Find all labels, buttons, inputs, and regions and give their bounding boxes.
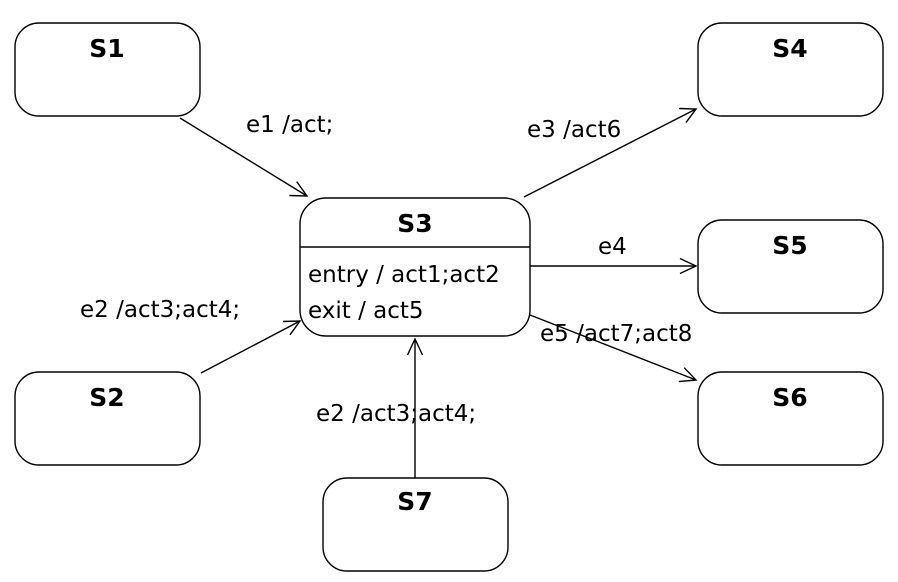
transition-s1-to-s3-arrowhead [289, 181, 309, 197]
state-s3[interactable]: S3 entry / act1;act2 exit / act5 [299, 197, 531, 337]
state-s7[interactable]: S7 [322, 477, 509, 572]
transition-s3-to-s5-arrowhead [679, 257, 698, 275]
transition-s2-to-s3[interactable]: e2 /act3;act4; [80, 297, 302, 374]
state-s7-name: S7 [397, 487, 432, 516]
state-s3-name: S3 [397, 209, 432, 238]
transition-s2-to-s3-arrowhead [282, 320, 302, 336]
transition-s3-to-s5[interactable]: e4 [530, 234, 698, 275]
transition-s3-to-s6-label: e5 /act7;act8 [540, 321, 692, 347]
transition-s1-to-s3[interactable]: e1 /act; [179, 112, 333, 197]
state-s6-name: S6 [772, 383, 807, 412]
state-s2-name: S2 [89, 383, 124, 412]
transition-s3-to-s4-label: e3 /act6 [527, 117, 621, 143]
state-s2[interactable]: S2 [14, 371, 201, 466]
state-s3-exit-action: exit / act5 [308, 298, 424, 324]
transition-s3-to-s6-line [529, 314, 697, 381]
transition-s3-to-s4-arrowhead [679, 107, 698, 124]
transition-s1-to-s3-line [179, 117, 308, 197]
transition-s2-to-s3-label: e2 /act3;act4; [80, 297, 240, 323]
transition-s2-to-s3-line [200, 320, 301, 374]
transition-s3-to-s5-label: e4 [598, 234, 627, 260]
transition-s7-to-s3-label: e2 /act3;act4; [316, 401, 476, 427]
transition-s3-to-s4[interactable]: e3 /act6 [523, 107, 698, 198]
state-s1-name: S1 [89, 34, 124, 63]
state-s4[interactable]: S4 [697, 22, 884, 117]
state-s5[interactable]: S5 [697, 219, 884, 314]
transition-s3-to-s4-line [523, 108, 697, 198]
state-s1[interactable]: S1 [14, 22, 201, 117]
state-s5-name: S5 [772, 231, 807, 260]
state-s4-name: S4 [772, 34, 807, 63]
transition-s7-to-s3-arrowhead [406, 337, 424, 356]
state-s3-entry-action: entry / act1;act2 [308, 262, 500, 288]
transition-s7-to-s3[interactable]: e2 /act3;act4; [316, 337, 476, 478]
transition-s3-to-s6-arrowhead [678, 367, 698, 383]
transition-s3-to-s6[interactable]: e5 /act7;act8 [529, 314, 698, 383]
transition-s1-to-s3-label: e1 /act; [246, 112, 333, 138]
state-s6[interactable]: S6 [697, 371, 884, 466]
